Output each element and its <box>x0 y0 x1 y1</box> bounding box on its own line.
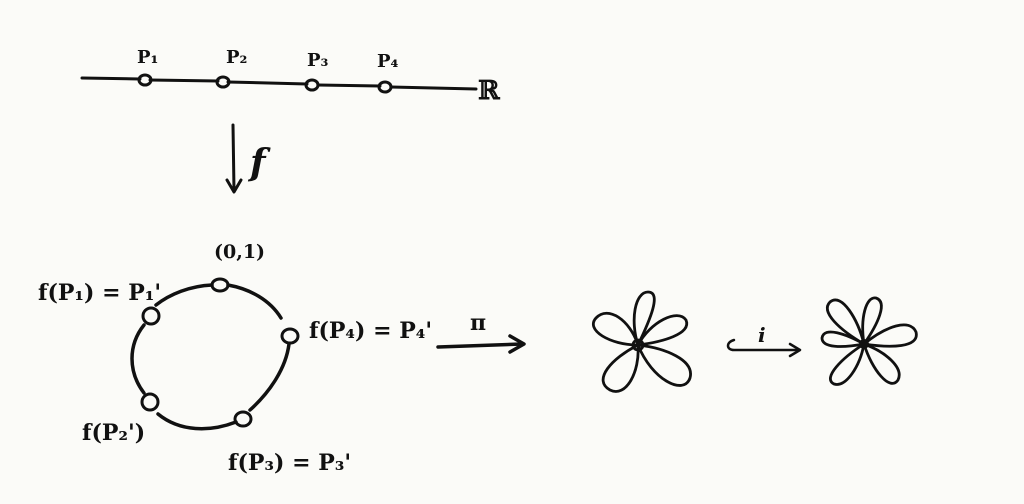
point-p2-marker <box>215 75 231 89</box>
flower-left-petal-4 <box>636 343 692 387</box>
flower-left-petal-2 <box>632 290 656 347</box>
point-p4-label: P₄ <box>377 51 399 72</box>
circle-point-top <box>210 277 230 293</box>
point-p4-marker <box>377 80 393 94</box>
map-f-label: f <box>247 142 271 184</box>
map-i-shaft <box>726 338 800 352</box>
real-line: P₁ P₂ P₃ P₄ ℝ <box>80 47 501 106</box>
real-line-label: ℝ <box>478 76 501 106</box>
point-p2-label: P₂ <box>226 47 247 68</box>
flower-right-petal-4 <box>862 342 901 385</box>
circle-p4-label: f(P₄) = P₄' <box>309 318 432 344</box>
circle-p2-label: f(P₂') <box>82 420 145 446</box>
flower-left-petal-3 <box>636 314 689 347</box>
circle-p1-label: f(P₁) = P₁' <box>38 280 161 306</box>
circle-point-p1 <box>141 306 161 326</box>
flower-right-petal-2 <box>861 296 883 346</box>
point-p1-marker <box>137 73 153 87</box>
flower-left <box>592 290 692 393</box>
circle-stroke <box>130 283 291 431</box>
map-pi-arrowhead <box>508 334 526 354</box>
circle-point-p3 <box>233 410 253 428</box>
flower-right-petal-5 <box>829 342 866 386</box>
map-f-shaft <box>231 123 236 192</box>
real-line-stroke <box>80 76 478 91</box>
map-f-arrow: f <box>225 123 271 194</box>
circle-top-label: (0,1) <box>214 241 265 263</box>
map-pi-label: π <box>470 310 486 336</box>
flower-right-center <box>859 339 869 349</box>
flower-right-petal-3 <box>862 323 918 348</box>
point-p3-label: P₃ <box>307 50 329 71</box>
map-i-label: i <box>758 323 766 347</box>
point-p1-label: P₁ <box>137 47 158 68</box>
flower-left-petal-1 <box>592 311 640 347</box>
circle-s1: (0,1) f(P₁) = P₁' f(P₄) = P₄' f(P₂') f(P… <box>38 241 432 476</box>
flower-right-petal-1 <box>826 298 866 346</box>
map-pi-shaft <box>436 342 524 349</box>
map-pi-arrow: π <box>436 310 526 354</box>
flower-right-petal-6 <box>820 330 866 348</box>
flower-left-center <box>631 338 645 352</box>
circle-point-p4 <box>280 327 300 345</box>
flower-left-petal-5 <box>601 343 640 393</box>
map-i-arrow: i <box>726 323 802 358</box>
circle-p3-label: f(P₃) = P₃' <box>228 450 351 476</box>
map-f-arrowhead <box>225 178 243 194</box>
flower-right <box>820 296 918 386</box>
map-i-arrowhead <box>788 342 802 358</box>
circle-point-p2 <box>140 392 160 412</box>
point-p3-marker <box>304 78 320 92</box>
